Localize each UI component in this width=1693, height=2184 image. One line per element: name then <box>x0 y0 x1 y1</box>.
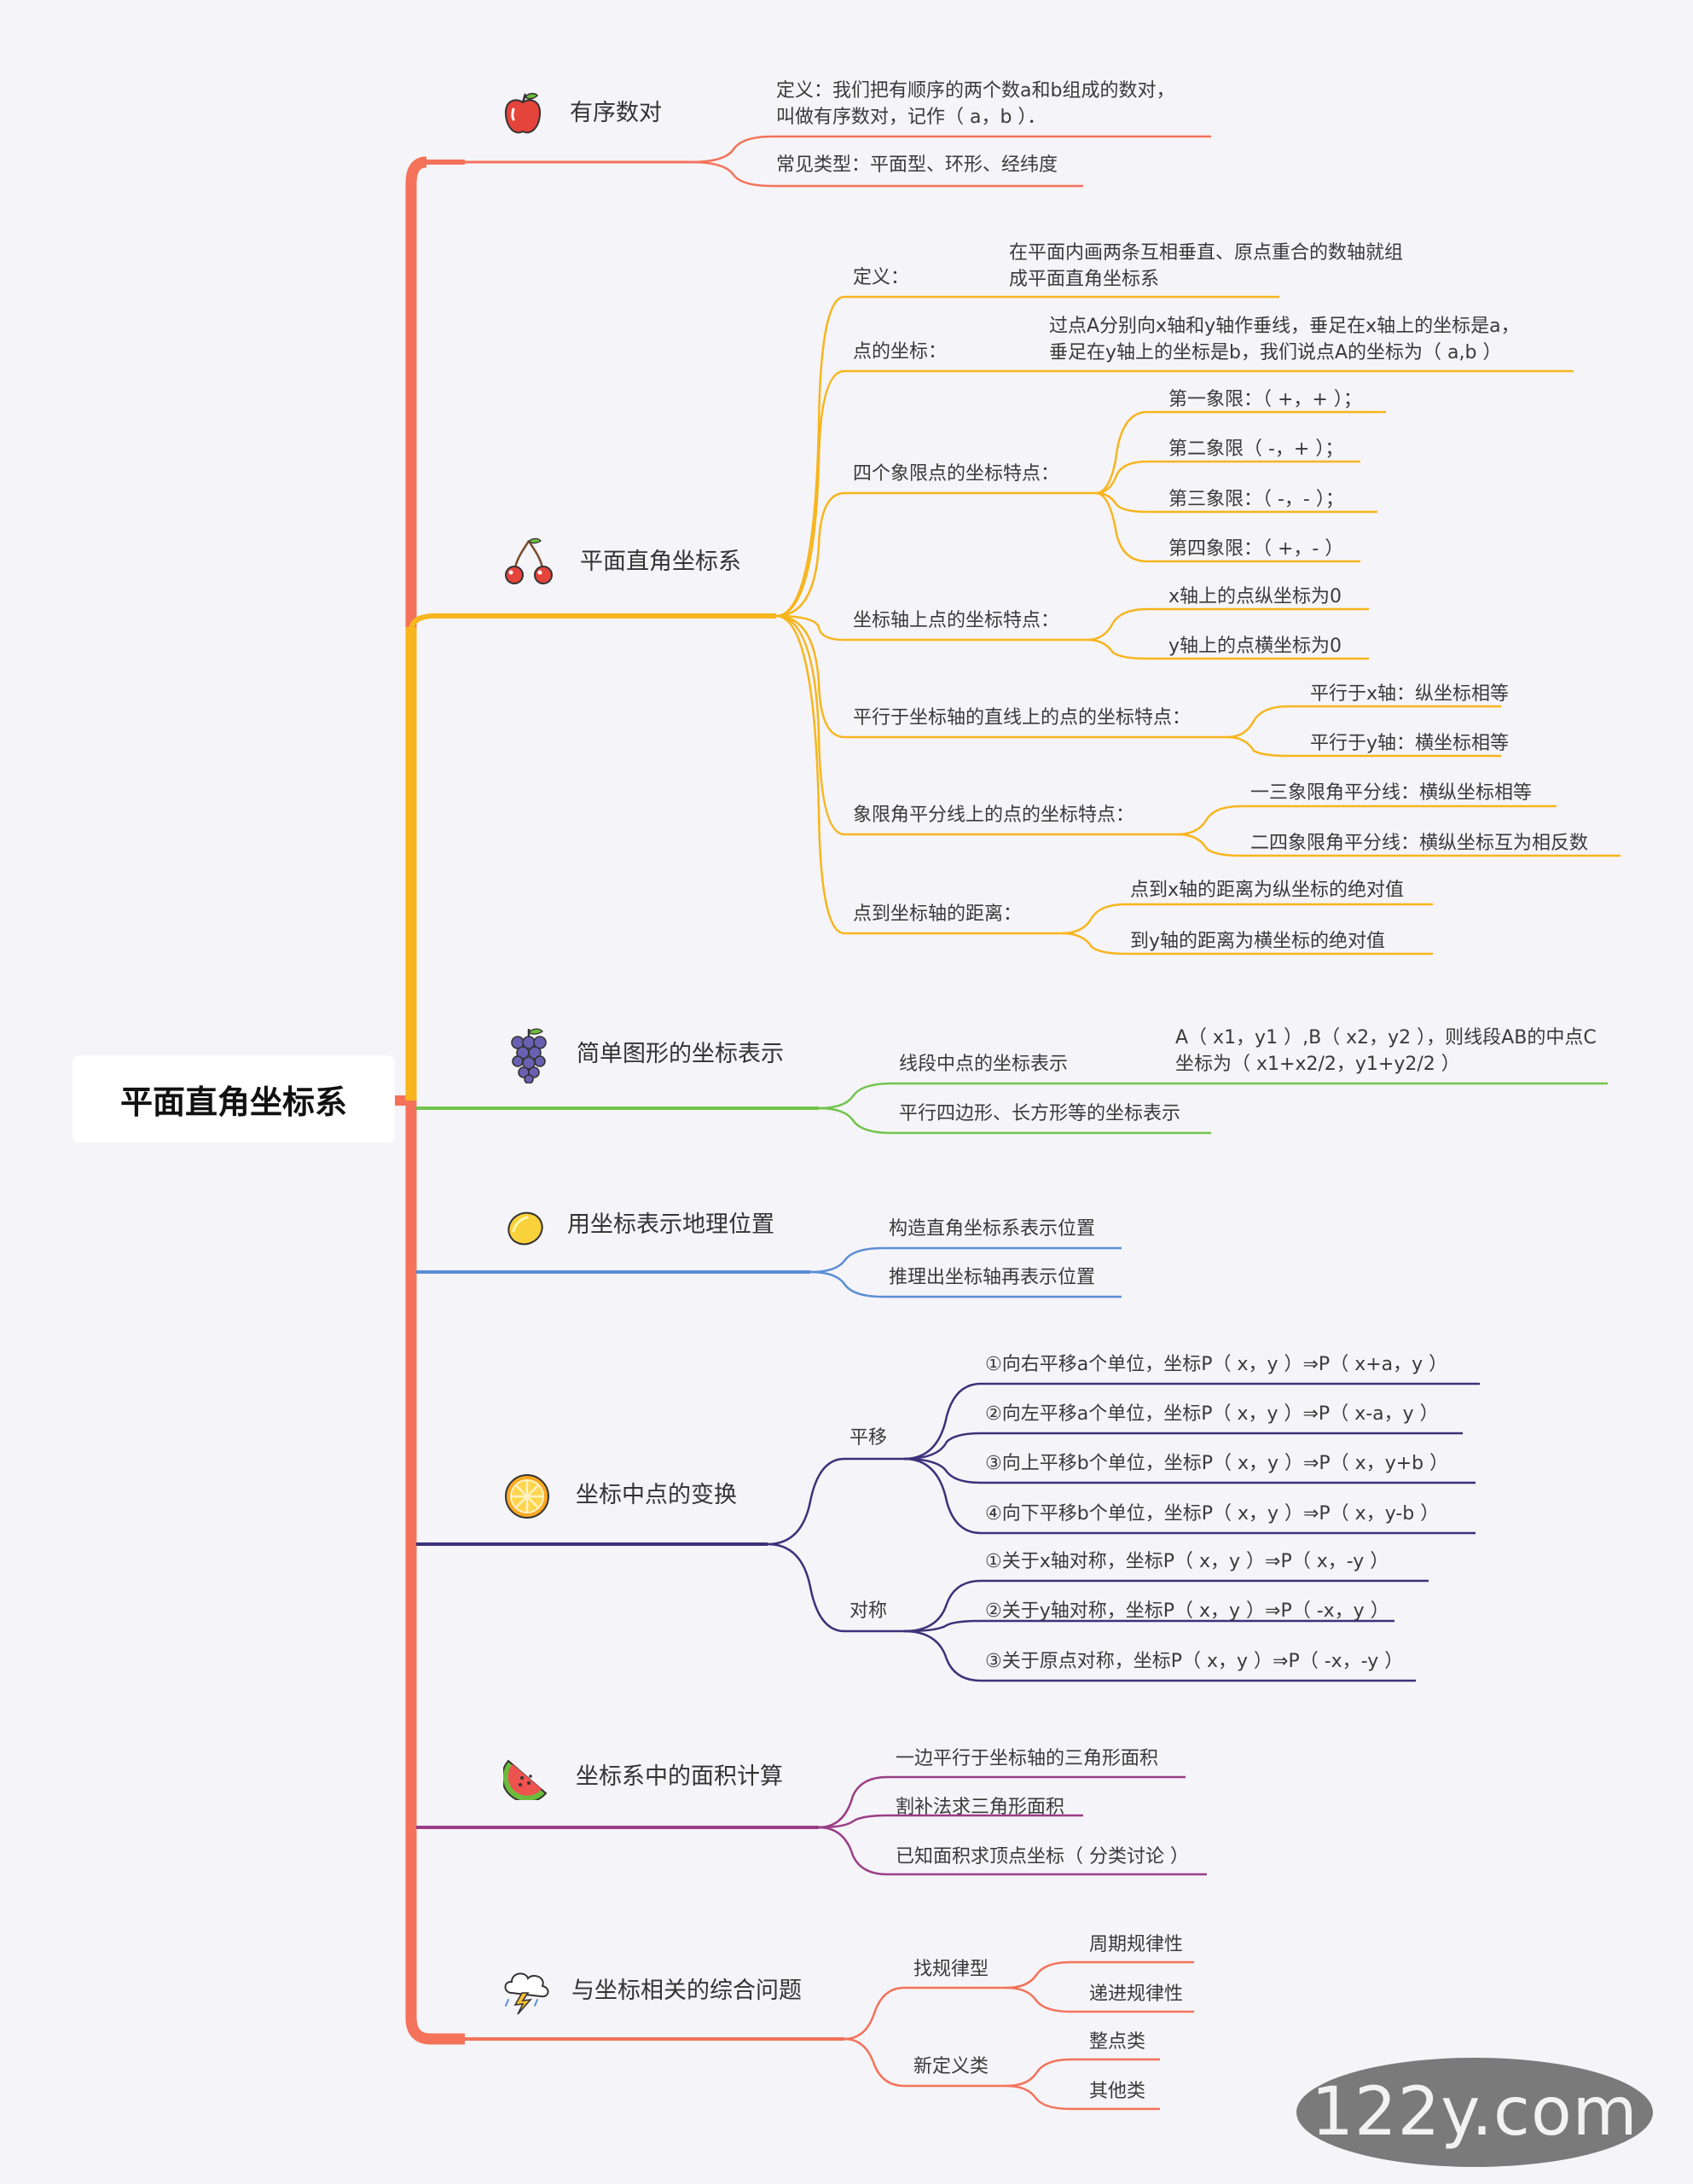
bisector-label[interactable]: 象限角平分线上的点的坐标特点： <box>853 804 1135 826</box>
midpoint-label[interactable]: 线段中点的坐标表示 <box>899 1054 1069 1075</box>
bisector-13[interactable]: 一三象限角平分线：横纵坐标相等 <box>1250 782 1533 804</box>
quadrant-1[interactable]: 第一象限：（ +，+ ）； <box>1168 389 1362 410</box>
watermark: 122y.com <box>1296 2058 1653 2167</box>
translation-up[interactable]: ③向上平移b个单位，坐标P（ x，y ）⇒P（ x，y+b ） <box>985 1453 1449 1474</box>
parallelogram-label[interactable]: 平行四边形、长方形等的坐标表示 <box>899 1103 1181 1124</box>
ordered-pair-types[interactable]: 常见类型：平面型、环形、经纬度 <box>776 154 1058 176</box>
distance-label[interactable]: 点到坐标轴的距离： <box>853 903 1023 925</box>
apple-icon <box>504 92 542 134</box>
symmetry-y[interactable]: ②关于y轴对称，坐标P（ x，y ）⇒P（ -x，y ） <box>985 1600 1389 1622</box>
parallel-x[interactable]: 平行于x轴：纵坐标相等 <box>1310 683 1510 705</box>
branch-label-transform[interactable]: 坐标中点的变换 <box>576 1482 737 1508</box>
axis-point-x[interactable]: x轴上的点纵坐标为0 <box>1168 586 1342 607</box>
storm-cloud-icon <box>504 1972 549 2015</box>
parallel-y[interactable]: 平行于y轴：横坐标相等 <box>1310 733 1510 754</box>
quadrant-3[interactable]: 第三象限：（ -，- ）； <box>1168 489 1344 510</box>
main-spine <box>405 156 465 2045</box>
branch-label-simple-shapes[interactable]: 简单图形的坐标表示 <box>577 1041 784 1067</box>
axis-point-y[interactable]: y轴上的点横坐标为0 <box>1168 636 1342 657</box>
watermark-text: 122y.com <box>1311 2074 1638 2151</box>
pattern-label[interactable]: 找规律型 <box>913 1959 989 1980</box>
branch-label-coordinate-system[interactable]: 平面直角坐标系 <box>580 549 741 575</box>
orange-slice-icon <box>505 1474 549 1519</box>
quadrant-2[interactable]: 第二象限（ -，+ ）； <box>1168 439 1344 460</box>
root-node[interactable]: 平面直角坐标系 <box>72 1055 395 1142</box>
system-spine <box>409 613 776 632</box>
newdef-lattice[interactable]: 整点类 <box>1089 2031 1146 2053</box>
point-coordinate-text[interactable]: 过点A分别向x轴和y轴作垂线，垂足在x轴上的坐标是a， 垂足在y轴上的坐标是b，… <box>1049 316 1520 363</box>
area-item-vertex[interactable]: 已知面积求顶点坐标（ 分类讨论 ） <box>896 1846 1189 1867</box>
point-coordinate-label[interactable]: 点的坐标： <box>853 341 948 363</box>
branch-label-ordered-pair[interactable]: 有序数对 <box>570 100 662 126</box>
translation-label[interactable]: 平移 <box>849 1427 888 1449</box>
lemon-icon <box>507 1211 543 1246</box>
newdef-other[interactable]: 其他类 <box>1089 2081 1146 2102</box>
quadrant-4[interactable]: 第四象限：（ +，- ） <box>1168 538 1344 560</box>
translation-right[interactable]: ①向右平移a个单位，坐标P（ x，y ）⇒P（ x+a，y ） <box>985 1354 1448 1375</box>
bisector-24[interactable]: 二四象限角平分线：横纵坐标互为相反数 <box>1250 833 1589 854</box>
distance-x[interactable]: 点到x轴的距离为纵坐标的绝对值 <box>1130 880 1405 901</box>
cherry-icon <box>505 537 553 584</box>
watermelon-icon <box>503 1759 548 1800</box>
grapes-icon <box>511 1028 547 1083</box>
area-item-cut-fill[interactable]: 割补法求三角形面积 <box>896 1797 1065 1818</box>
area-item-parallel-triangle[interactable]: 一边平行于坐标轴的三角形面积 <box>896 1748 1159 1769</box>
new-definition-label[interactable]: 新定义类 <box>913 2056 989 2077</box>
branch-label-comprehensive[interactable]: 与坐标相关的综合问题 <box>571 1978 802 2004</box>
symmetry-origin[interactable]: ③关于原点对称，坐标P（ x，y ）⇒P（ -x，-y ） <box>985 1651 1404 1672</box>
pattern-periodic[interactable]: 周期规律性 <box>1089 1934 1184 1955</box>
symmetry-x[interactable]: ①关于x轴对称，坐标P（ x，y ）⇒P（ x，-y ） <box>985 1551 1389 1572</box>
ordered-pair-definition[interactable]: 定义：我们把有顺序的两个数a和b组成的数对， 叫做有序数对，记作（ a，b ）． <box>776 80 1175 128</box>
parallel-line-label[interactable]: 平行于坐标轴的直线上的点的坐标特点： <box>853 707 1191 729</box>
root-label: 平面直角坐标系 <box>119 1083 347 1121</box>
branch-label-area[interactable]: 坐标系中的面积计算 <box>576 1763 783 1790</box>
axis-point-label[interactable]: 坐标轴上点的坐标特点： <box>853 610 1060 631</box>
geo-item-infer[interactable]: 推理出坐标轴再表示位置 <box>889 1267 1096 1288</box>
translation-down[interactable]: ④向下平移b个单位，坐标P（ x，y ）⇒P（ x，y-b ） <box>985 1503 1440 1525</box>
geo-item-construct[interactable]: 构造直角坐标系表示位置 <box>889 1218 1096 1240</box>
system-definition-text[interactable]: 在平面内画两条互相垂直、原点重合的数轴就组 成平面直角坐标系 <box>1009 242 1404 290</box>
quadrant-label[interactable]: 四个象限点的坐标特点： <box>853 463 1060 485</box>
system-definition-label[interactable]: 定义： <box>853 267 910 288</box>
branch-label-geo-location[interactable]: 用坐标表示地理位置 <box>567 1211 774 1238</box>
pattern-progressive[interactable]: 递进规律性 <box>1089 1984 1184 2005</box>
distance-y[interactable]: 到y轴的距离为横坐标的绝对值 <box>1130 931 1386 952</box>
translation-left[interactable]: ②向左平移a个单位，坐标P（ x，y ）⇒P（ x-a，y ） <box>985 1403 1439 1425</box>
midpoint-formula[interactable]: A（ x1，y1 ）,B（ x2，y2 ），则线段AB的中点C 坐标为（ x1+… <box>1175 1027 1597 1075</box>
symmetry-label[interactable]: 对称 <box>849 1600 888 1622</box>
